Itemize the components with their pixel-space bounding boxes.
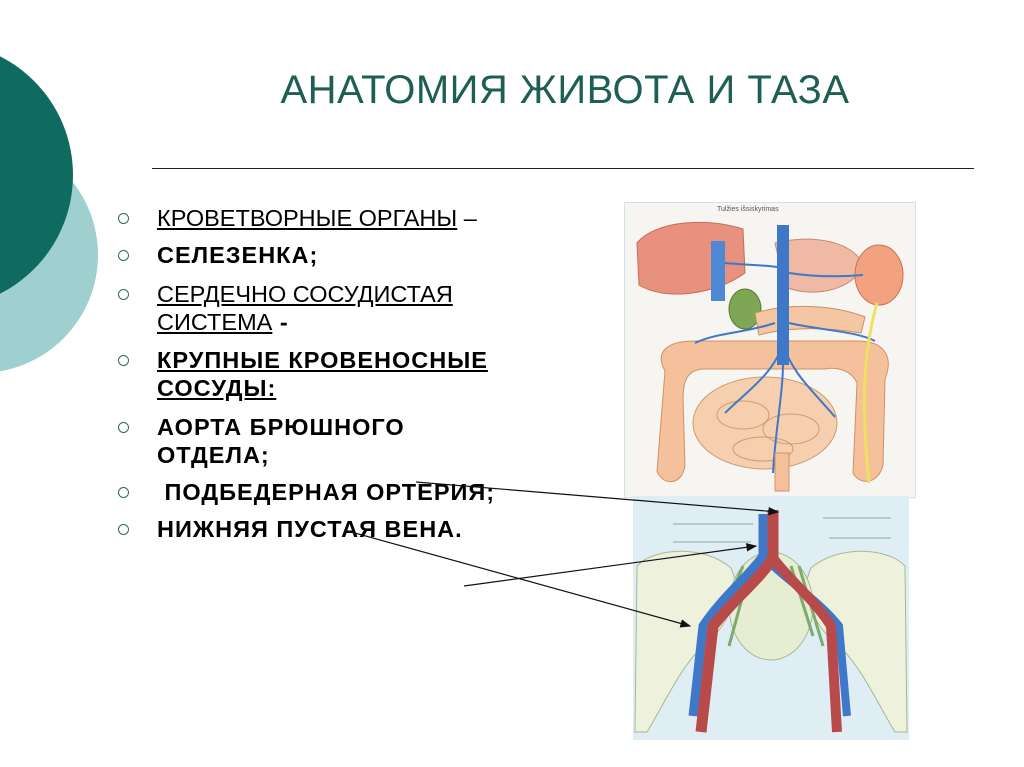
bullet-text: СЕЛЕЗЕНКА; — [157, 242, 319, 268]
bullet-text: НИЖНЯЯ ПУСТАЯ ВЕНА. — [157, 516, 463, 542]
bullet-circle-icon — [118, 355, 129, 366]
slide-title: АНАТОМИЯ ЖИВОТА И ТАЗА — [280, 68, 850, 112]
bullet-circle-icon — [118, 250, 129, 261]
bullet-circle-icon — [118, 289, 129, 300]
bullet-circle-icon — [118, 487, 129, 498]
iliac-artery-right — [768, 554, 842, 733]
bullet-text: ПОДБЕДЕРНАЯ ОРТЕРИЯ; — [157, 479, 496, 505]
bullet-item: ПОДБЕДЕРНАЯ ОРТЕРИЯ; — [118, 478, 518, 506]
ureter-line — [862, 302, 879, 484]
rectum-shape — [774, 452, 790, 492]
bullet-text: КРОВЕТВОРНЫЕ ОРГАНЫ — [157, 205, 458, 231]
abdominal-organs-figure: Tulžies išsiskyrimas — [624, 202, 916, 498]
bullet-item: СЕРДЕЧНО СОСУДИСТАЯ СИСТЕМА - — [118, 280, 518, 336]
bullet-circle-icon — [118, 524, 129, 535]
bullet-item: СЕЛЕЗЕНКА; — [118, 241, 518, 269]
small-intestine-loop — [732, 436, 794, 462]
figure-caption: Tulžies išsiskyrimas — [717, 206, 779, 213]
bullet-circle-icon — [118, 422, 129, 433]
aorta-vessel — [777, 225, 789, 365]
gallbladder-shape — [728, 288, 762, 330]
bullet-text: АОРТА БРЮШНОГО ОТДЕЛА; — [157, 414, 405, 468]
vena-cava-vessel — [711, 241, 725, 301]
liver-shape — [636, 221, 746, 295]
bullet-text: СЕРДЕЧНО СОСУДИСТАЯ СИСТЕМА — [157, 281, 453, 335]
bullet-item: НИЖНЯЯ ПУСТАЯ ВЕНА. — [118, 515, 518, 543]
pelvic-vessels-figure — [633, 496, 909, 740]
bullet-item: АОРТА БРЮШНОГО ОТДЕЛА; — [118, 413, 518, 469]
label-lines — [673, 517, 891, 543]
pancreas-shape — [754, 305, 866, 336]
decorative-circles — [0, 56, 98, 372]
bullet-suffix: - — [272, 309, 289, 335]
bullet-item: КРОВЕТВОРНЫЕ ОРГАНЫ – — [118, 204, 518, 232]
bullet-item: КРУПНЫЕ КРОВЕНОСНЫЕ СОСУДЫ: — [118, 346, 518, 402]
renal-vessels — [724, 262, 864, 278]
bullet-list: КРОВЕТВОРНЫЕ ОРГАНЫ – СЕЛЕЗЕНКА; СЕРДЕЧН… — [118, 204, 518, 543]
bullet-text: КРУПНЫЕ КРОВЕНОСНЫЕ СОСУДЫ: — [157, 347, 488, 401]
pelvic-bone-left — [634, 550, 736, 733]
bullet-circle-icon — [118, 213, 129, 224]
mesenteric-vessels — [694, 322, 876, 474]
bullet-suffix: – — [457, 205, 477, 231]
small-intestine-loop — [716, 400, 770, 430]
title-divider — [152, 168, 974, 169]
deco-circle-dark — [0, 56, 73, 294]
large-intestine-shape — [656, 340, 889, 482]
abdominal-organs-illustration — [636, 221, 904, 492]
pelvic-vessels-illustration — [634, 510, 908, 733]
